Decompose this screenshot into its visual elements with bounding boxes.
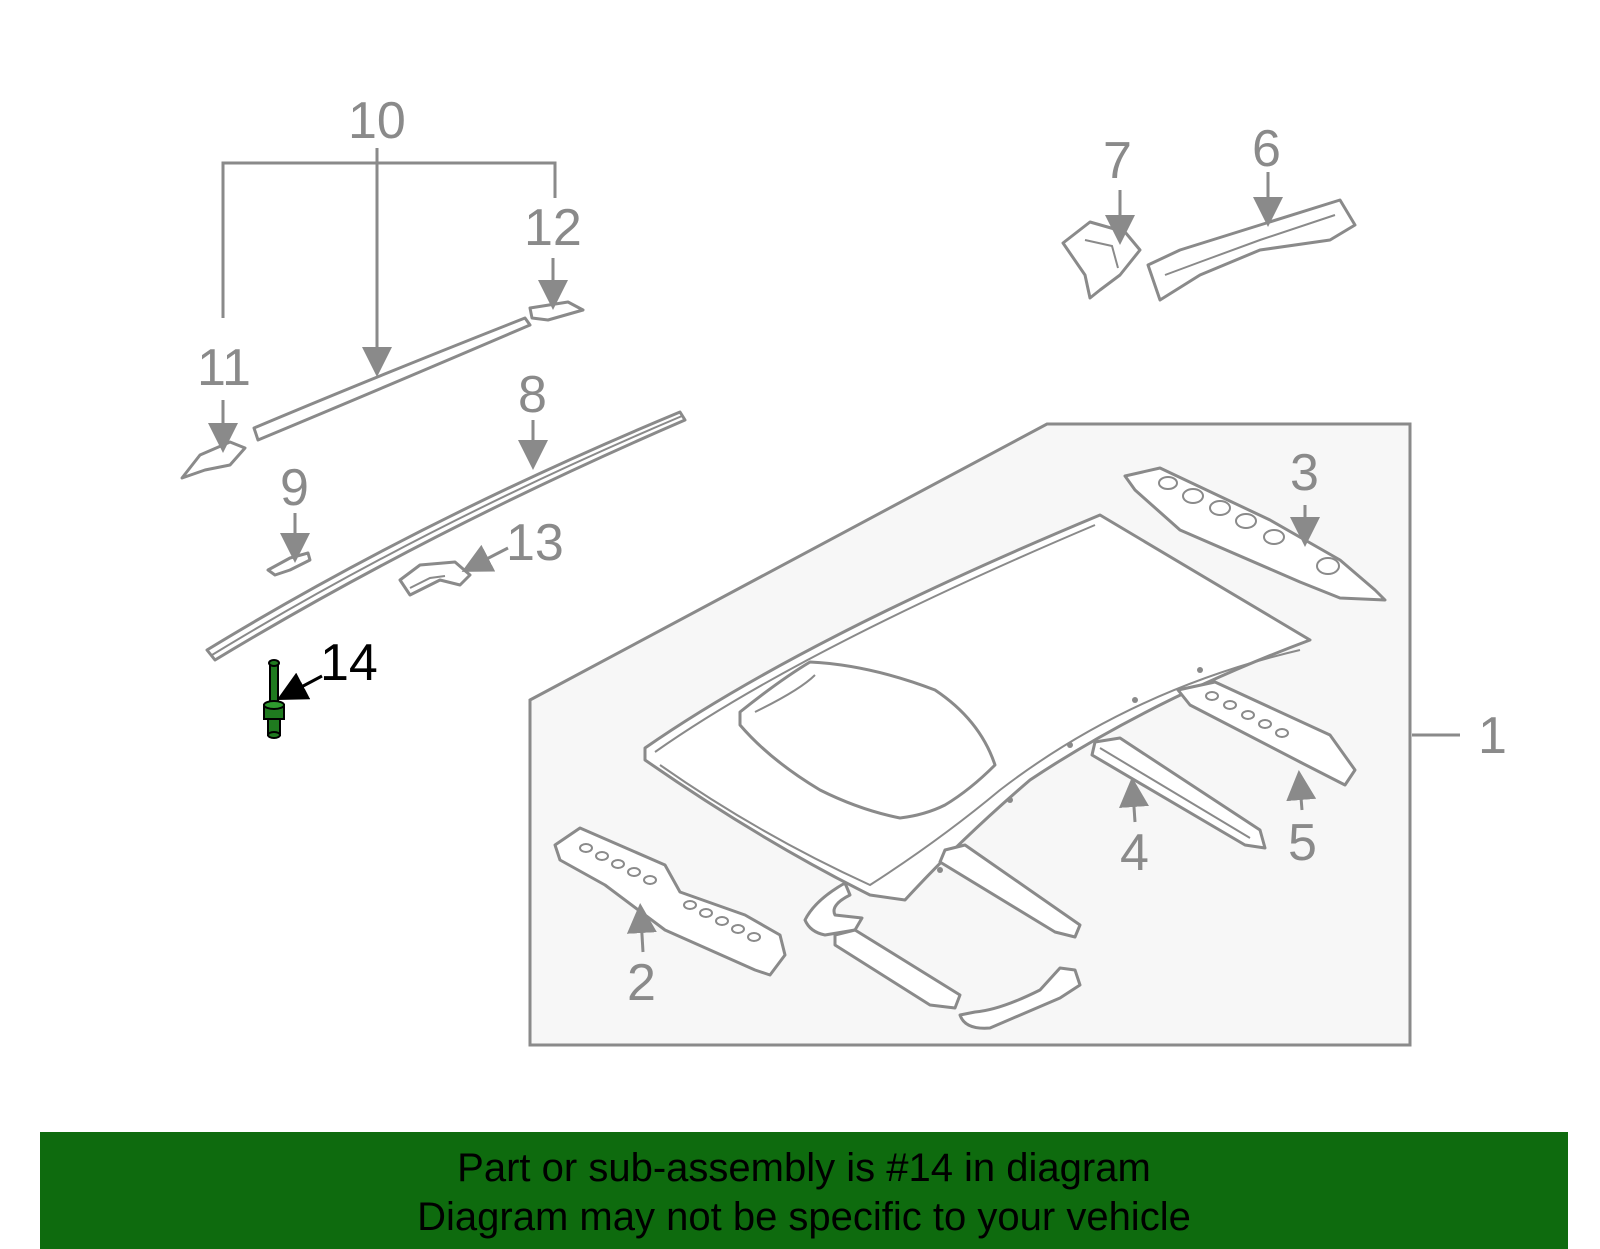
callout-4: 4 [1120, 824, 1149, 882]
callout-10: 10 [348, 92, 406, 150]
roof-rail [938, 843, 1082, 939]
callout-12: 12 [524, 199, 582, 257]
part-11-end-cap [180, 440, 247, 480]
leader-13 [461, 544, 509, 572]
part-3-rear-header [1123, 466, 1387, 602]
part-12-end-cap [528, 300, 585, 322]
banner-line-2: Diagram may not be specific to your vehi… [417, 1195, 1191, 1239]
callout-9: 9 [280, 459, 309, 517]
leader-2 [626, 903, 657, 953]
part-5-roof-bow [1176, 680, 1357, 787]
leader-5 [1286, 770, 1317, 811]
callout-5: 5 [1288, 814, 1317, 872]
callout-7: 7 [1103, 132, 1132, 190]
callout-3: 3 [1290, 444, 1319, 502]
roof-panel [643, 513, 1312, 902]
callout-6: 6 [1252, 120, 1281, 178]
sunroof-frame [803, 881, 1082, 1030]
part-9-clip [266, 551, 312, 577]
banner-line-1: Part or sub-assembly is #14 in diagram [457, 1146, 1151, 1190]
part-8-roof-rail [205, 410, 687, 662]
callout-14: 14 [320, 634, 378, 692]
part-7-bracket [1061, 220, 1142, 300]
part-10-moulding [252, 316, 532, 442]
part-6-bracket [1146, 198, 1357, 302]
callout-13: 13 [506, 514, 564, 572]
callout-8: 8 [518, 366, 547, 424]
part-4-roof-bow [1090, 736, 1267, 850]
part-14-bolt-highlighted [263, 659, 285, 739]
bracket-10 [221, 161, 557, 318]
part-2-front-header [553, 826, 787, 977]
callout-1: 1 [1478, 707, 1507, 765]
part-13-clip [398, 560, 472, 597]
leader-14 [276, 672, 323, 701]
info-banner: Part or sub-assembly is #14 in diagram D… [40, 1132, 1568, 1249]
callout-2: 2 [627, 954, 656, 1012]
callout-11: 11 [197, 339, 251, 397]
leader-4 [1119, 777, 1149, 823]
